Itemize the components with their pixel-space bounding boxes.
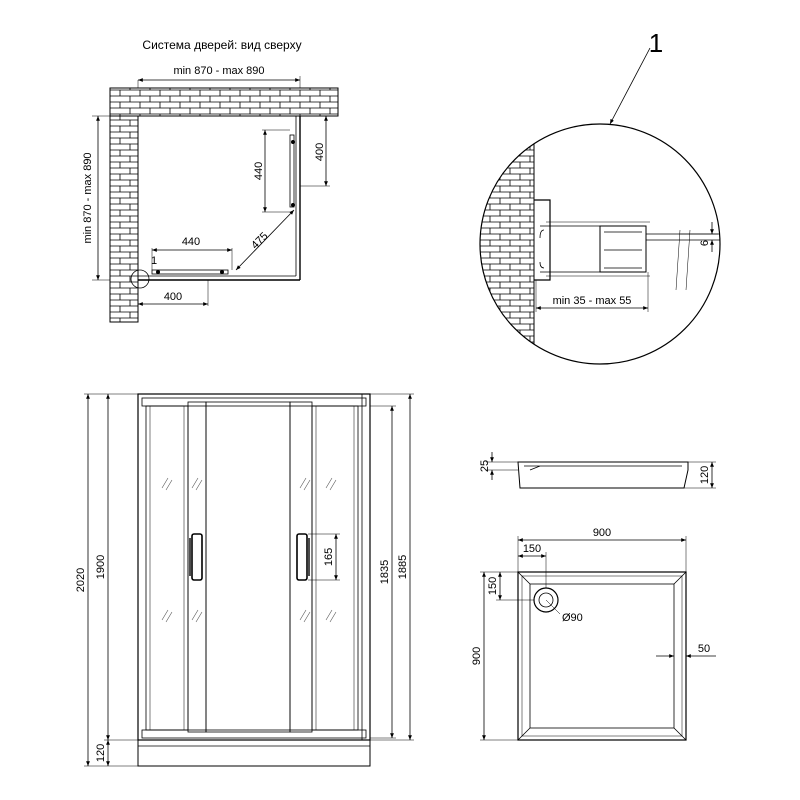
glass-panel-profile xyxy=(599,225,647,273)
wall-left xyxy=(109,115,139,323)
drain-offset-y: 150 xyxy=(487,577,499,595)
top-depth-range: min 870 - max 890 xyxy=(82,152,94,243)
callout-label: 1 xyxy=(151,255,157,267)
door-h-dimension: 440 xyxy=(182,236,200,248)
tray-width: 900 xyxy=(593,527,611,539)
glass-reflection-marks xyxy=(161,477,337,623)
handle-right xyxy=(296,533,310,581)
tray-side-view: 25 120 xyxy=(479,452,716,489)
drawing-title: Система дверей: вид сверху xyxy=(142,38,301,52)
inner-height: 1835 xyxy=(379,560,391,584)
door-right-panel xyxy=(289,134,295,208)
detail-label: 1 xyxy=(649,28,663,58)
detail-wall xyxy=(480,124,535,364)
outer-height: 1885 xyxy=(397,555,409,579)
tray-side-depth: 25 xyxy=(479,460,491,472)
base-height: 120 xyxy=(95,744,107,762)
detail-view: 1 6 min 35 - max 55 xyxy=(479,28,721,365)
glass-thickness: 6 xyxy=(699,240,711,246)
wall-top xyxy=(109,87,339,117)
door-height: 1900 xyxy=(95,555,107,579)
handle-height: 165 xyxy=(323,548,335,566)
callout-circle xyxy=(130,269,150,289)
drain-offset-x: 150 xyxy=(523,543,541,555)
door-bottom-panel xyxy=(151,269,229,275)
detail-circle xyxy=(479,123,721,365)
front-frame xyxy=(137,393,371,741)
front-base xyxy=(137,739,371,767)
top-width-range: min 870 - max 890 xyxy=(173,65,264,77)
fixed-v-dimension: 400 xyxy=(314,143,326,161)
front-view: 165 2020 1900 120 1835 1885 xyxy=(75,393,414,767)
tray-top-view: Ø90 900 150 900 150 50 xyxy=(471,527,716,741)
tray-rim: 50 xyxy=(698,643,710,655)
fixed-h-dimension: 400 xyxy=(164,291,182,303)
tray-side-body xyxy=(517,461,689,489)
drain-diameter: Ø90 xyxy=(562,612,583,624)
wall-profile xyxy=(534,199,551,281)
top-view: min 870 - max 890 min 870 - max 890 440 … xyxy=(82,65,339,323)
tray-side-height: 120 xyxy=(699,466,711,484)
handle-left xyxy=(189,533,203,581)
diagonal-dimension: 475 xyxy=(249,230,270,251)
profile-range: min 35 - max 55 xyxy=(553,295,632,307)
tray-depth: 900 xyxy=(471,647,483,665)
door-v-dimension: 440 xyxy=(253,162,265,180)
total-height: 2020 xyxy=(75,568,87,592)
